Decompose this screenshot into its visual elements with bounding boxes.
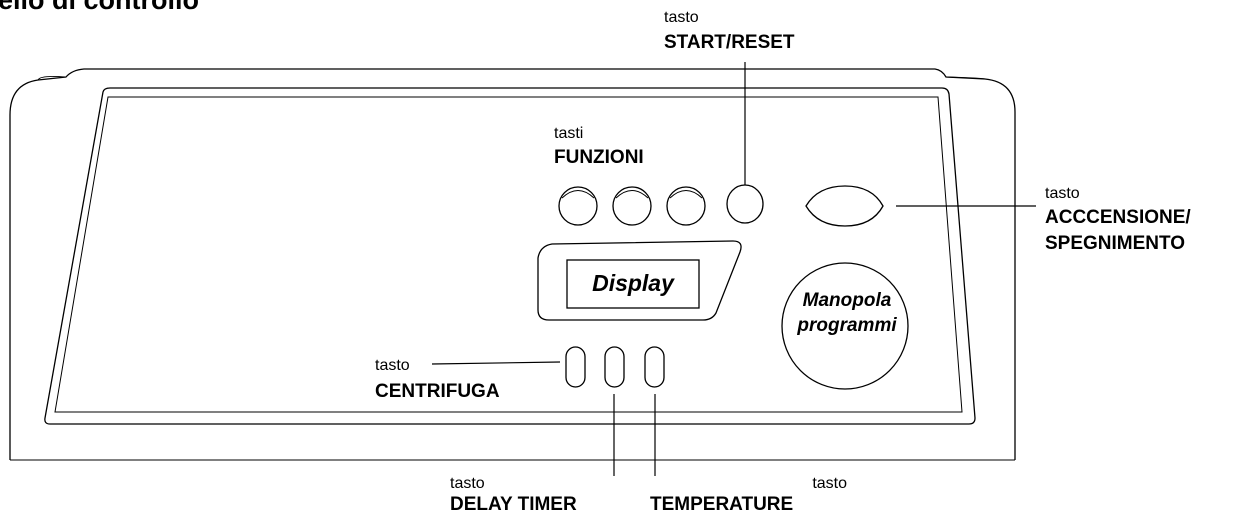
knob-label-line2: programmi [796, 315, 897, 336]
knob-label-line1: Manopola [803, 290, 892, 311]
funzioni-prefix: tasti [554, 125, 583, 142]
delay-timer-button[interactable] [604, 346, 625, 388]
diagram-title: ello di controllo [0, 0, 199, 15]
program-knob[interactable]: Manopola programmi [781, 262, 909, 390]
power-button[interactable] [805, 185, 884, 227]
start-reset-label: START/RESET [664, 32, 795, 53]
display-unit: Display [537, 240, 742, 321]
temperature-label: TEMPERATURE [650, 494, 793, 514]
funzioni-label: FUNZIONI [554, 147, 644, 168]
start-reset-prefix: tasto [664, 9, 699, 26]
delay-timer-callout: tasto DELAY TIMER [450, 394, 615, 515]
funzioni-callout: tasti FUNZIONI [554, 125, 644, 168]
centrifuga-callout: tasto CENTRIFUGA [375, 357, 561, 402]
spin-button[interactable] [565, 346, 586, 388]
function-button-1[interactable] [558, 186, 598, 226]
display-label: Display [592, 270, 675, 296]
function-button-3[interactable] [666, 186, 706, 226]
accensione-label-line2: SPEGNIMENTO [1045, 233, 1185, 254]
delay-timer-prefix: tasto [450, 475, 485, 492]
temperature-button[interactable] [644, 346, 665, 388]
centrifuga-prefix: tasto [375, 357, 410, 374]
accensione-prefix: tasto [1045, 185, 1080, 202]
accensione-label-line1: ACCCENSIONE/ [1045, 207, 1191, 228]
temperature-prefix: tasto [812, 475, 847, 492]
accensione-callout: tasto ACCCENSIONE/ SPEGNIMENTO [896, 185, 1191, 254]
centrifuga-label: CENTRIFUGA [375, 381, 500, 402]
start-reset-callout: tasto START/RESET [664, 9, 795, 186]
function-button-2[interactable] [612, 186, 652, 226]
delay-timer-label: DELAY TIMER [450, 494, 577, 514]
panel-housing [9, 68, 1016, 461]
panel-bezel [44, 87, 976, 425]
start-reset-button[interactable] [726, 184, 764, 224]
temperature-callout: tasto TEMPERATURE [650, 394, 847, 515]
